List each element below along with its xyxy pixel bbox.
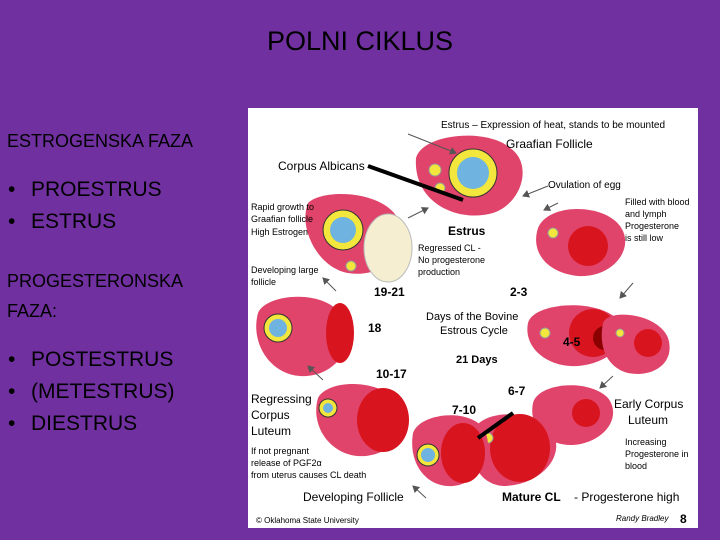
label-filled2: and lymph [625,209,667,219]
label-day-10-17: 10-17 [376,367,407,381]
ovary-day18 [256,297,354,376]
label-filled3: Progesterone [625,221,679,231]
label-notpreg3: from uterus causes CL death [251,470,366,480]
label-filled4: is still low [625,233,664,243]
label-ovulation: Ovulation of egg [548,180,621,191]
label-regressing1: Regressing [251,392,312,406]
label-corpus-albicans: Corpus Albicans [278,159,365,173]
label-signature: Randy Bradley [616,514,669,523]
estrogen-phase-heading: ESTROGENSKA FAZA [7,126,245,156]
label-regressing3: Luteum [251,424,291,438]
label-regressed2: No progesterone [418,255,485,265]
label-notpreg2: release of PGF2α [251,458,322,468]
label-developing2: follicle [251,277,276,287]
phase-list: ESTROGENSKA FAZA PROESTRUS ESTRUS PROGES… [7,126,245,440]
label-earlycl1: Early Corpus [614,397,683,411]
bullet-proestrus: PROESTRUS [7,174,245,206]
bullet-postestrus: POSTESTRUS [7,344,245,376]
bullet-estrus: ESTRUS [7,206,245,238]
slide-title: POLNI CIKLUS [0,26,720,57]
label-estrus: Estrus [448,224,486,238]
label-filled1: Filled with blood [625,197,690,207]
label-graafian: Graafian Follicle [506,137,593,151]
page-number: 8 [680,512,687,526]
estrous-cycle-diagram: Estrus – Expression of heat, stands to b… [248,108,698,528]
cycle-svg: Estrus – Expression of heat, stands to b… [248,108,698,528]
label-days1: Days of the Bovine [426,311,518,323]
ovary-large-follicle [305,194,412,282]
label-day-18: 18 [368,321,382,335]
label-estrus-desc: Estrus – Expression of heat, stands to b… [441,120,665,131]
label-regressed1: Regressed CL - [418,243,481,253]
label-mature-desc: - Progesterone high [574,490,679,504]
progesterone-phase-heading-line2: FAZA: [7,296,245,326]
label-days2: Estrous Cycle [440,325,508,337]
label-day-2-3: 2-3 [510,285,528,299]
progesterone-phase-heading-line1: PROGESTERONSKA [7,266,245,296]
ovary-ovulation [536,209,625,276]
label-21-days: 21 Days [456,354,498,366]
label-rapid2: Graafian follicle [251,214,313,224]
label-increasing3: blood [625,461,647,471]
label-osu: © Oklahoma State University [256,516,359,525]
label-developing1: Developing large [251,265,319,275]
label-day-19-21: 19-21 [374,285,405,299]
label-regressing2: Corpus [251,408,290,422]
bullet-diestrus: DIESTRUS [7,408,245,440]
label-developing-follicle: Developing Follicle [303,490,404,504]
label-rapid3: High Estrogen [251,227,308,237]
label-increasing1: Increasing [625,437,667,447]
label-earlycl2: Luteum [628,413,668,427]
ovary-developing-follicle [412,415,488,486]
label-regressed3: production [418,267,460,277]
label-day-7-10: 7-10 [452,403,476,417]
label-increasing2: Progesterone in [625,449,689,459]
label-mature-cl: Mature CL [502,490,561,504]
label-day-6-7: 6-7 [508,384,526,398]
label-day-4-5: 4-5 [563,335,581,349]
ovary-regressing-cl [316,384,409,456]
bullet-metestrus: (METESTRUS) [7,376,245,408]
ovary-early-cl [602,315,670,374]
label-rapid1: Rapid growth to [251,202,314,212]
label-notpreg1: If not pregnant [251,446,310,456]
